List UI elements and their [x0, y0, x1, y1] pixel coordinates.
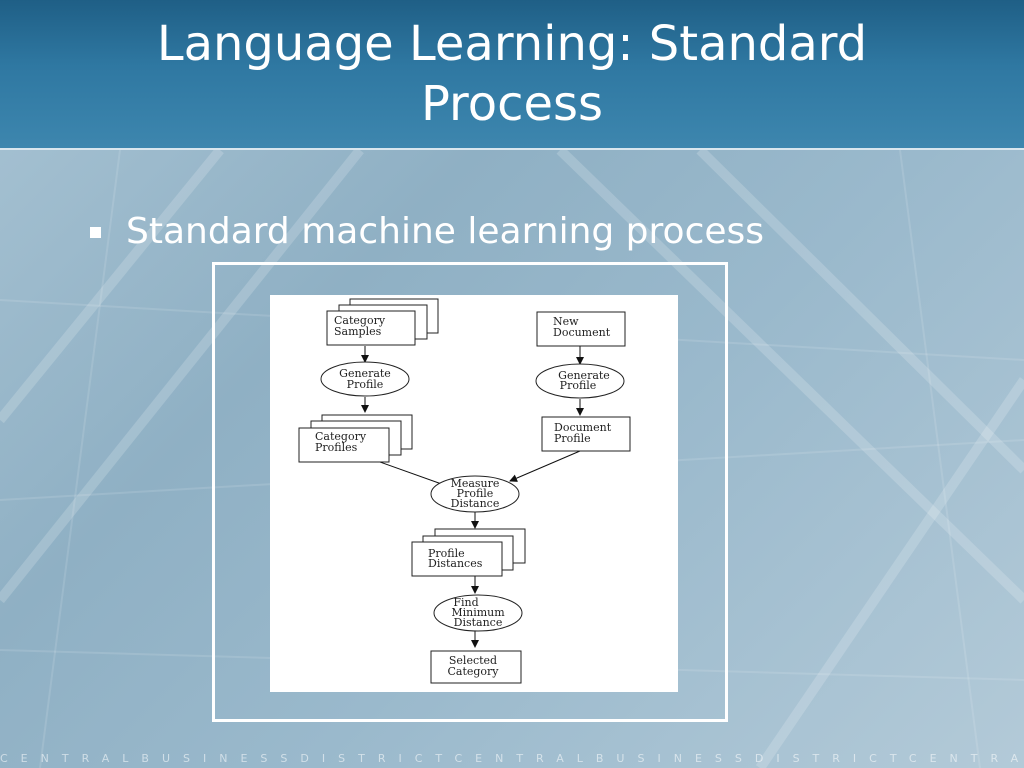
category-profiles-line1: Category	[315, 430, 367, 443]
generate-profile-left-node	[320, 361, 410, 397]
generate-profile-right-line2: Profile	[560, 379, 597, 392]
selected-category-line1: Selected	[449, 654, 497, 667]
find-line1: Find	[453, 596, 478, 609]
arrow-5	[379, 461, 451, 489]
document-profile-line1: Document	[554, 421, 612, 434]
document-profile-box	[541, 416, 631, 452]
process-diagram: Category Samples Generate Profile Catego…	[270, 295, 678, 692]
new-document-line2: Document	[553, 326, 611, 339]
new-document-box	[536, 311, 626, 347]
category-samples-box	[326, 298, 439, 346]
profile-distances-line1: Profile	[428, 547, 465, 560]
category-profiles-line2: Profiles	[315, 441, 358, 454]
selected-category-box	[430, 650, 522, 684]
square-bullet-icon	[90, 227, 101, 238]
arrow-6	[509, 450, 581, 482]
title-bar: Language Learning: Standard Process	[0, 0, 1024, 150]
category-samples-line2: Samples	[334, 325, 382, 338]
slide-title: Language Learning: Standard Process	[156, 16, 868, 132]
find-minimum-distance-node	[433, 594, 523, 632]
find-line2: Minimum	[451, 606, 505, 619]
profile-distances-box	[411, 528, 526, 577]
generate-profile-right-node	[535, 363, 625, 399]
measure-line1: Measure	[451, 477, 500, 490]
image-frame	[212, 262, 728, 722]
measure-profile-distance-node	[430, 475, 520, 513]
generate-profile-left-line2: Profile	[347, 378, 384, 391]
category-samples-line1: Category	[334, 314, 386, 327]
generate-profile-left-line1: Generate	[339, 367, 391, 380]
document-profile-line2: Profile	[554, 432, 591, 445]
footer-watermark: CENTRALBUSINESSDISTRICTCENTRALBUSINESSDI…	[0, 752, 1024, 765]
measure-line3: Distance	[451, 497, 500, 510]
find-line3: Distance	[454, 616, 503, 629]
selected-category-line2: Category	[447, 665, 499, 678]
profile-distances-line2: Distances	[428, 557, 483, 570]
bullet-text: Standard machine learning process	[126, 211, 765, 252]
measure-line2: Profile	[457, 487, 494, 500]
generate-profile-right-line1: Generate	[558, 369, 610, 382]
new-document-line1: New	[553, 315, 579, 328]
category-profiles-box	[298, 414, 413, 463]
